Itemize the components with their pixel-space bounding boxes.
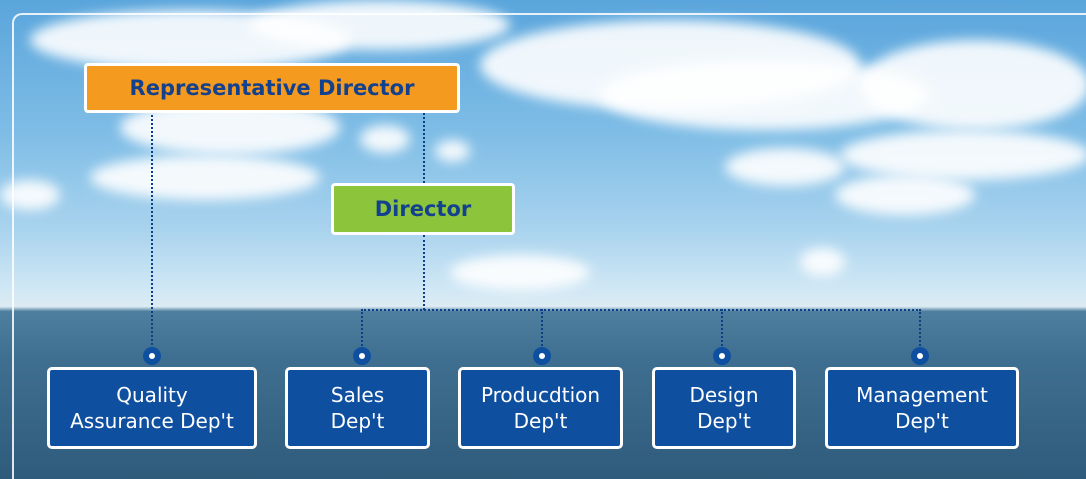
connector-bus bbox=[361, 309, 921, 311]
cloud bbox=[90, 155, 320, 200]
dept-label-line1: Sales bbox=[330, 383, 385, 407]
node-dot bbox=[911, 347, 929, 365]
connector-to-management bbox=[919, 309, 921, 354]
node-dot bbox=[533, 347, 551, 365]
cloud bbox=[800, 248, 845, 276]
director-box: Director bbox=[331, 183, 515, 235]
dept-label-line1: Producdtion bbox=[480, 383, 601, 407]
node-dot bbox=[143, 347, 161, 365]
dept-box-design: Design Dep't bbox=[652, 367, 796, 449]
dept-label-line1: Design bbox=[689, 383, 759, 407]
representative-director-box: Representative Director bbox=[84, 63, 460, 113]
connector-to-production bbox=[541, 309, 543, 354]
cloud bbox=[0, 180, 60, 210]
cloud bbox=[435, 140, 470, 162]
cloud bbox=[725, 148, 845, 186]
dept-label-line2: Assurance Dep't bbox=[70, 409, 234, 433]
cloud bbox=[360, 125, 410, 153]
cloud bbox=[840, 130, 1086, 180]
dept-box-quality-assurance: Quality Assurance Dep't bbox=[47, 367, 257, 449]
cloud bbox=[250, 0, 510, 50]
cloud bbox=[450, 255, 590, 290]
decorative-frame bbox=[12, 13, 1086, 479]
cloud bbox=[860, 40, 1086, 130]
dept-label-line2: Dep't bbox=[895, 409, 949, 433]
cloud bbox=[835, 175, 975, 215]
connector-rep-to-director bbox=[423, 110, 425, 186]
dept-box-sales: Sales Dep't bbox=[285, 367, 430, 449]
connector-to-sales bbox=[361, 309, 363, 354]
representative-director-label: Representative Director bbox=[129, 76, 415, 100]
dept-label-line2: Dep't bbox=[513, 409, 568, 433]
node-dot bbox=[713, 347, 731, 365]
dept-box-management: Management Dep't bbox=[825, 367, 1019, 449]
dept-label-line2: Dep't bbox=[697, 409, 751, 433]
dept-box-production: Producdtion Dep't bbox=[458, 367, 623, 449]
dept-label-line2: Dep't bbox=[330, 409, 385, 433]
connector-rep-to-qa bbox=[151, 110, 153, 353]
connector-director-to-bus bbox=[423, 235, 425, 310]
director-label: Director bbox=[374, 197, 472, 221]
connector-to-design bbox=[721, 309, 723, 354]
dept-label-line1: Quality bbox=[116, 383, 188, 407]
dept-label-line1: Management bbox=[856, 383, 988, 407]
node-dot bbox=[353, 347, 371, 365]
